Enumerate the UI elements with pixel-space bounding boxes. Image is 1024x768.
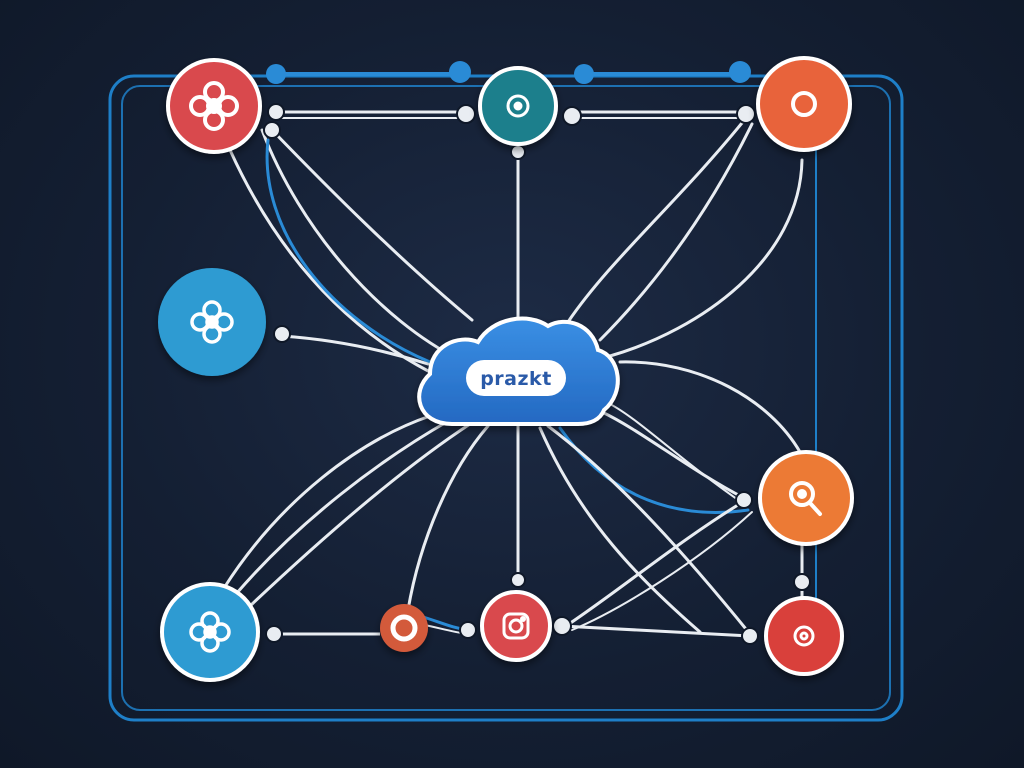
flower-icon (189, 611, 231, 653)
hub-wires (222, 116, 817, 636)
flower-icon (189, 81, 239, 131)
node-top-left[interactable] (166, 58, 262, 154)
node-top-right[interactable] (756, 56, 852, 152)
ring-icon (390, 614, 418, 642)
hub-label: prazkt (480, 368, 552, 390)
top-bus-lines (266, 61, 751, 119)
target-icon (506, 94, 530, 118)
hub-cloud: prazkt (417, 316, 620, 426)
node-top-center[interactable] (478, 66, 558, 146)
at-icon (793, 625, 815, 647)
flower-icon (190, 300, 234, 344)
node-mid-right[interactable] (758, 450, 854, 546)
hub-label-pill (466, 360, 566, 396)
node-bottom-right[interactable] (764, 596, 844, 676)
search-icon (789, 481, 822, 516)
node-bottom-left[interactable] (160, 582, 260, 682)
ring-icon (791, 91, 817, 117)
node-bottom-ring[interactable] (380, 604, 428, 652)
connector-dots (263, 103, 811, 645)
camera-icon (502, 612, 530, 640)
node-mid-left[interactable] (158, 268, 266, 376)
node-bottom-center[interactable] (480, 590, 552, 662)
